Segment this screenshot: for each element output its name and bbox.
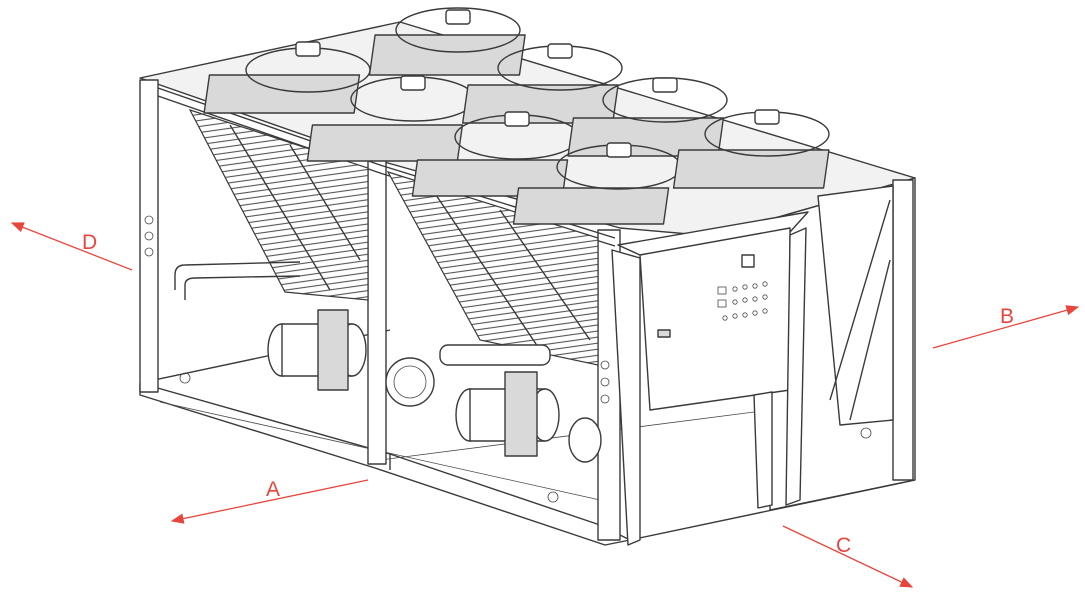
fan-icon xyxy=(411,111,580,197)
fan-icon xyxy=(368,7,526,76)
compressors xyxy=(174,261,872,503)
arrow-d: D xyxy=(10,222,133,271)
fan-array xyxy=(203,7,830,225)
fan-icon xyxy=(512,142,682,225)
compressor-icon xyxy=(455,371,602,463)
fan-icon xyxy=(672,109,830,189)
evaporator-flange xyxy=(385,357,435,407)
control-panel-icon xyxy=(611,211,809,546)
fan-icon xyxy=(462,43,623,124)
label-a: A xyxy=(266,478,280,501)
arrow-a: A xyxy=(170,478,369,524)
corner-post-left xyxy=(139,79,159,393)
arrow-c: C xyxy=(782,525,914,588)
corner-post-middle xyxy=(367,157,387,465)
arrow-b: B xyxy=(932,305,1080,349)
fan-icon xyxy=(306,75,476,162)
label-c: C xyxy=(836,534,851,557)
corner-post-rear xyxy=(892,179,914,481)
compressor-icon xyxy=(267,309,367,391)
coil-right xyxy=(817,185,894,426)
label-b: B xyxy=(1000,305,1014,328)
fan-icon xyxy=(203,41,371,114)
label-d: D xyxy=(82,231,97,254)
